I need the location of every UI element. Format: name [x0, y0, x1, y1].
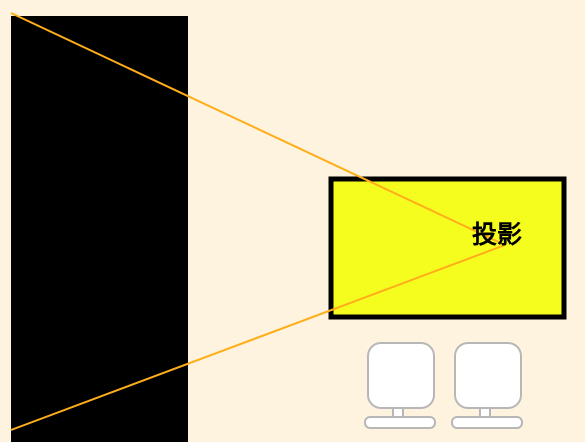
- projector-box: [328, 176, 567, 320]
- chair-icon: [364, 342, 436, 429]
- projection-beam-bottom: [10, 244, 506, 431]
- projector-label: 投影: [472, 220, 522, 249]
- projection-beam-top: [10, 12, 506, 246]
- projection-screen: [11, 16, 188, 442]
- chair-icon: [451, 342, 523, 429]
